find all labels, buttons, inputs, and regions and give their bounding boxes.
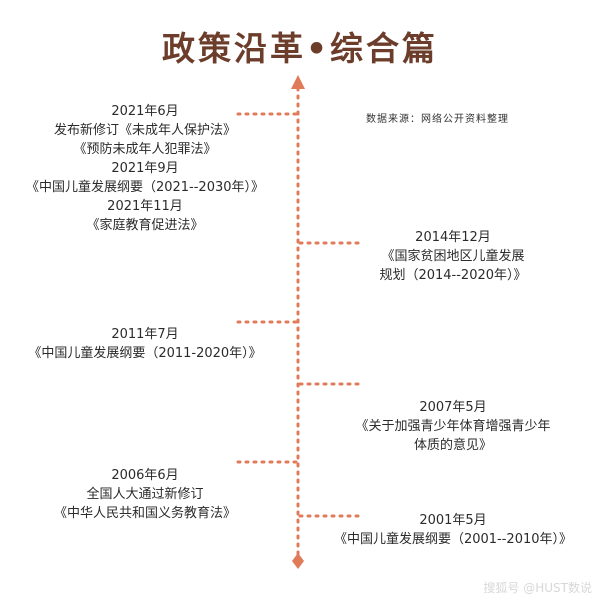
event-2001: 2001年5月 《中国儿童发展纲要（2001--2010年）》 (306, 511, 600, 549)
event-line: 全国人大通过新修订 (86, 487, 204, 502)
event-line: 2021年6月 (111, 104, 179, 119)
event-2006: 2006年6月 全国人大通过新修订 《中华人民共和国义务教育法》 (0, 466, 290, 523)
event-2021: 2021年6月 发布新修订《未成年人保护法》 《预防未成年人犯罪法》 2021年… (0, 102, 290, 235)
data-source-note: 数据来源：网络公开资料整理 (366, 114, 509, 125)
event-line: 2007年5月 (419, 400, 487, 415)
event-line: 2021年9月 (111, 161, 179, 176)
event-2014: 2014年12月 《国家贫困地区儿童发展 规划（2014--2020年）》 (306, 228, 600, 285)
event-line: 《预防未成年人犯罪法》 (73, 142, 217, 157)
event-line: 发布新修订《未成年人保护法》 (53, 123, 236, 138)
event-line: 规划（2014--2020年）》 (379, 268, 527, 283)
watermark: 搜狐号 @HUST数说 (483, 581, 592, 595)
event-2011: 2011年7月 《中国儿童发展纲要（2011-2020年）》 (0, 325, 290, 363)
timeline-arrow-top (291, 75, 305, 89)
event-line: 《中国儿童发展纲要（2001--2010年）》 (333, 532, 573, 547)
timeline-diamond-bottom (292, 553, 304, 569)
event-line: 《中国儿童发展纲要（2021--2030年）》 (25, 180, 265, 195)
event-line: 2011年7月 (111, 327, 179, 342)
event-line: 体质的意见》 (413, 438, 492, 453)
page-title: 政策沿革•综合篇 (161, 29, 439, 68)
event-line: 《关于加强青少年体育增强青少年 (355, 419, 551, 434)
event-line: 2021年11月 (107, 199, 183, 214)
event-line: 2001年5月 (419, 513, 487, 528)
event-line: 《家庭教育促进法》 (86, 218, 204, 233)
event-line: 2006年6月 (111, 468, 179, 483)
event-line: 《中国儿童发展纲要（2011-2020年）》 (28, 346, 262, 361)
event-line: 《中华人民共和国义务教育法》 (53, 506, 236, 521)
event-2007: 2007年5月 《关于加强青少年体育增强青少年 体质的意见》 (306, 398, 600, 455)
event-line: 2014年12月 (415, 230, 491, 245)
event-line: 《国家贫困地区儿童发展 (381, 249, 525, 264)
